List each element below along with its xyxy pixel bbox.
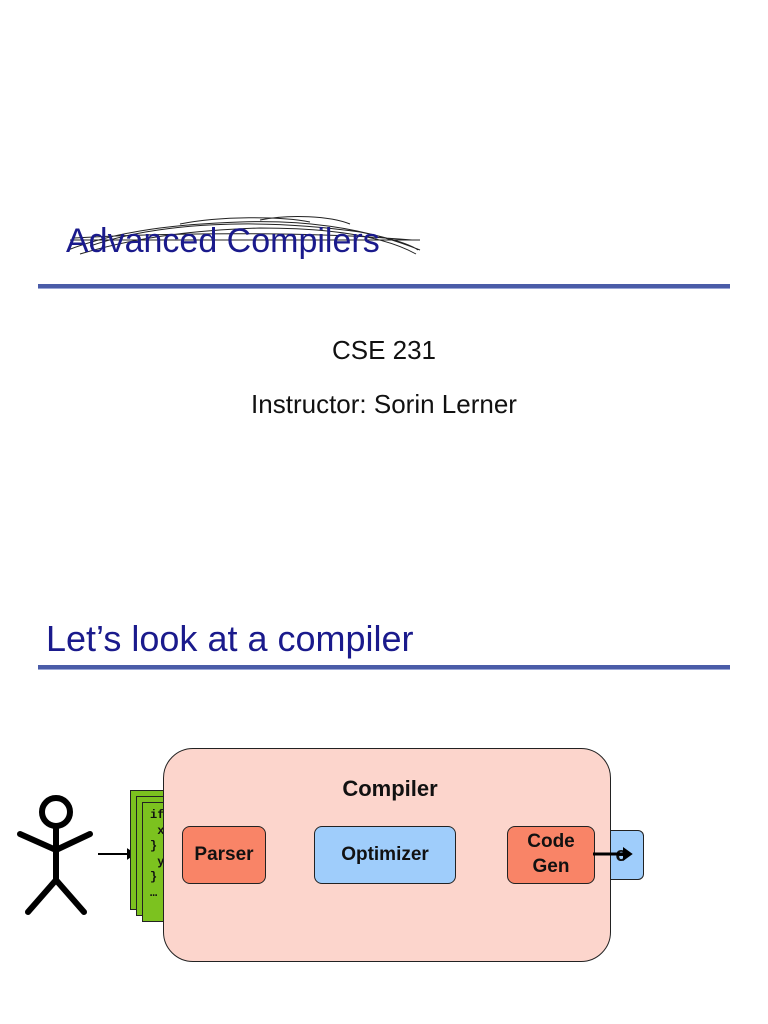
compiler-label: Compiler [342, 776, 438, 801]
code-gen-label: Code Gen [527, 831, 575, 877]
programmer-icon [17, 795, 93, 915]
compiler-diagram-overlay [593, 847, 633, 861]
slide-2: Let’s look at a compiler if x } y } … [0, 512, 768, 1024]
source-code-snippet: if x } y } … [150, 808, 165, 900]
code-gen-stage: Code Gen [507, 826, 595, 884]
title-divider [38, 665, 730, 669]
course-number: CSE 231 [331, 335, 437, 365]
title-divider [38, 284, 730, 288]
slide-title: Advanced Compilers [66, 222, 380, 260]
parser-stage: Parser [182, 826, 266, 884]
slide-title: Let’s look at a compiler [46, 618, 414, 659]
instructor-name: Instructor: Sorin Lerner [251, 389, 517, 419]
slide-1: Advanced Compilers CSE 231 Instructor: S… [38, 216, 730, 419]
scribble-strikeout [67, 216, 421, 255]
optimizer-stage: Optimizer [314, 826, 456, 884]
